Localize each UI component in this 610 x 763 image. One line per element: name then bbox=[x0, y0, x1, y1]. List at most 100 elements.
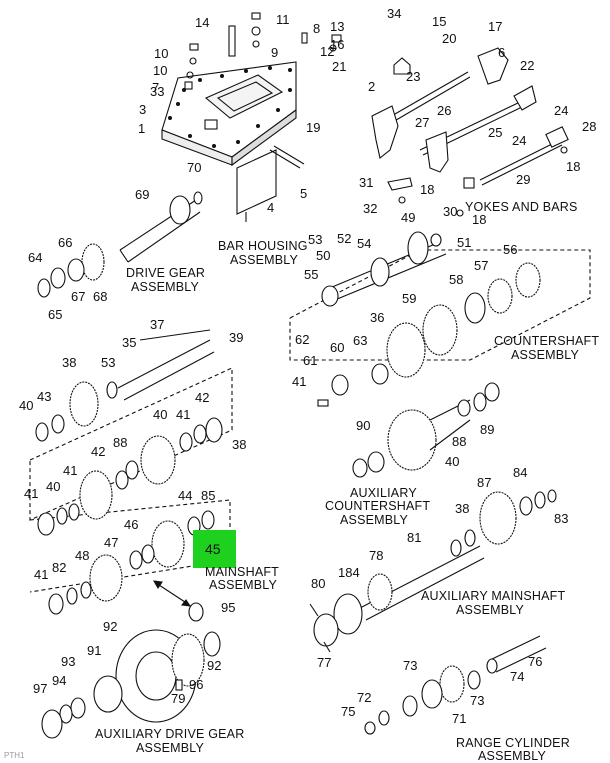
part-number-label: 77 bbox=[317, 655, 332, 670]
part-number-label: 64 bbox=[28, 250, 43, 265]
part-number-label: 19 bbox=[306, 120, 321, 135]
part-number-label: 68 bbox=[93, 289, 108, 304]
yokes-and-bars-drawing bbox=[371, 47, 569, 217]
part-number-label: 40 bbox=[153, 407, 168, 422]
part-number-label: 73 bbox=[470, 693, 485, 708]
part-number-label: 27 bbox=[415, 115, 430, 130]
part-number-label: 8 bbox=[313, 21, 321, 36]
part-number-label: 184 bbox=[338, 565, 360, 580]
part-number-label: 88 bbox=[113, 435, 128, 450]
part-number-label: 83 bbox=[554, 511, 569, 526]
part-number-label: 13 bbox=[330, 19, 345, 34]
part-number-label: 14 bbox=[195, 15, 210, 30]
highlight-part-number[interactable]: 45 bbox=[205, 541, 221, 557]
part-number-label: 31 bbox=[359, 175, 374, 190]
part-number-label: 63 bbox=[353, 333, 368, 348]
part-number-label: 35 bbox=[122, 335, 137, 350]
caption-mainshaft-line2: ASSEMBLY bbox=[209, 578, 278, 592]
part-number-label: 18 bbox=[472, 212, 487, 227]
caption-drive-gear-line2: ASSEMBLY bbox=[131, 280, 200, 294]
caption-bar-housing-line2: ASSEMBLY bbox=[230, 253, 299, 267]
part-number-label: 28 bbox=[582, 119, 597, 134]
part-number-label: 34 bbox=[387, 6, 402, 21]
part-number-label: 84 bbox=[513, 465, 528, 480]
part-number-label: 61 bbox=[303, 353, 318, 368]
part-number-label: 11 bbox=[276, 12, 290, 27]
part-number-label: 80 bbox=[311, 576, 326, 591]
part-number-label: 58 bbox=[449, 272, 464, 287]
part-number-label: 59 bbox=[402, 291, 417, 306]
caption-aux-mainshaft-line1: AUXILIARY MAINSHAFT bbox=[421, 589, 566, 603]
drive-gear-drawing bbox=[37, 191, 203, 298]
aux-mainshaft-drawing bbox=[309, 489, 557, 653]
highlight-box[interactable] bbox=[193, 530, 236, 568]
caption-range-cylinder-line2: ASSEMBLY bbox=[478, 749, 547, 763]
part-number-label: 38 bbox=[62, 355, 77, 370]
part-number-label: 18 bbox=[566, 159, 581, 174]
caption-yokes-and-bars: YOKES AND BARS bbox=[465, 200, 578, 214]
part-number-label: 79 bbox=[171, 691, 186, 706]
range-cylinder-drawing bbox=[364, 635, 547, 735]
part-number-label: 5 bbox=[300, 186, 308, 201]
part-number-label: 29 bbox=[516, 172, 531, 187]
part-number-label: 1 bbox=[138, 121, 146, 136]
part-number-label: 74 bbox=[510, 669, 525, 684]
part-number-label: 96 bbox=[189, 677, 204, 692]
caption-mainshaft-line1: MAINSHAFT bbox=[205, 565, 280, 579]
part-number-label: 2 bbox=[368, 79, 376, 94]
caption-aux-drive-gear-line2: ASSEMBLY bbox=[136, 741, 205, 755]
caption-aux-countershaft-line1: AUXILIARY bbox=[350, 486, 417, 500]
part-number-label: 72 bbox=[357, 690, 372, 705]
part-number-label: 65 bbox=[48, 307, 63, 322]
part-number-label: 51 bbox=[457, 235, 472, 250]
countershaft-drawing bbox=[289, 231, 591, 407]
part-number-label: 40 bbox=[445, 454, 460, 469]
part-number-label: 50 bbox=[316, 248, 331, 263]
part-number-label: 66 bbox=[58, 235, 73, 250]
part-number-label: 9 bbox=[271, 45, 279, 60]
part-number-label: 41 bbox=[24, 486, 39, 501]
part-number-label: 49 bbox=[401, 210, 416, 225]
part-number-label: 43 bbox=[37, 389, 52, 404]
part-number-label: 40 bbox=[46, 479, 61, 494]
part-number-label: 38 bbox=[455, 501, 470, 516]
part-number-label: 94 bbox=[52, 673, 67, 688]
part-number-label: 62 bbox=[295, 332, 310, 347]
part-number-label: 71 bbox=[452, 711, 467, 726]
part-number-label: 37 bbox=[150, 317, 165, 332]
caption-bar-housing-line1: BAR HOUSING bbox=[218, 239, 308, 253]
part-number-label: 92 bbox=[207, 658, 222, 673]
part-number-label: 20 bbox=[442, 31, 457, 46]
part-number-label: 53 bbox=[308, 232, 323, 247]
part-number-label: 90 bbox=[356, 418, 371, 433]
part-number-label: 17 bbox=[488, 19, 503, 34]
part-number-label: 92 bbox=[103, 619, 118, 634]
part-number-label: 76 bbox=[528, 654, 543, 669]
part-number-label: 85 bbox=[201, 488, 216, 503]
part-number-label: 4 bbox=[267, 200, 275, 215]
footer-code: PTH1 bbox=[4, 751, 25, 760]
part-number-label: 10 bbox=[154, 46, 169, 61]
part-number-label: 52 bbox=[337, 231, 352, 246]
caption-drive-gear-line1: DRIVE GEAR bbox=[126, 266, 206, 280]
part-number-label: 7 bbox=[152, 80, 160, 95]
part-number-label: 39 bbox=[229, 330, 244, 345]
caption-range-cylinder-line1: RANGE CYLINDER bbox=[456, 736, 570, 750]
part-number-label: 12 bbox=[320, 44, 335, 59]
part-number-label: 73 bbox=[403, 658, 418, 673]
caption-countershaft-line2: ASSEMBLY bbox=[511, 348, 580, 362]
mainshaft-drawing bbox=[29, 329, 233, 622]
caption-aux-drive-gear-line1: AUXILIARY DRIVE GEAR bbox=[95, 727, 245, 741]
part-number-label: 41 bbox=[176, 407, 191, 422]
caption-aux-mainshaft-line2: ASSEMBLY bbox=[456, 603, 525, 617]
part-number-label: 10 bbox=[153, 63, 168, 78]
part-number-label: 47 bbox=[104, 535, 119, 550]
part-number-label: 88 bbox=[452, 434, 467, 449]
part-number-label: 41 bbox=[63, 463, 78, 478]
part-number-label: 24 bbox=[512, 133, 527, 148]
part-number-label: 67 bbox=[71, 289, 86, 304]
part-number-label: 41 bbox=[292, 374, 307, 389]
part-number-label: 93 bbox=[61, 654, 76, 669]
part-number-label: 6 bbox=[498, 45, 506, 60]
